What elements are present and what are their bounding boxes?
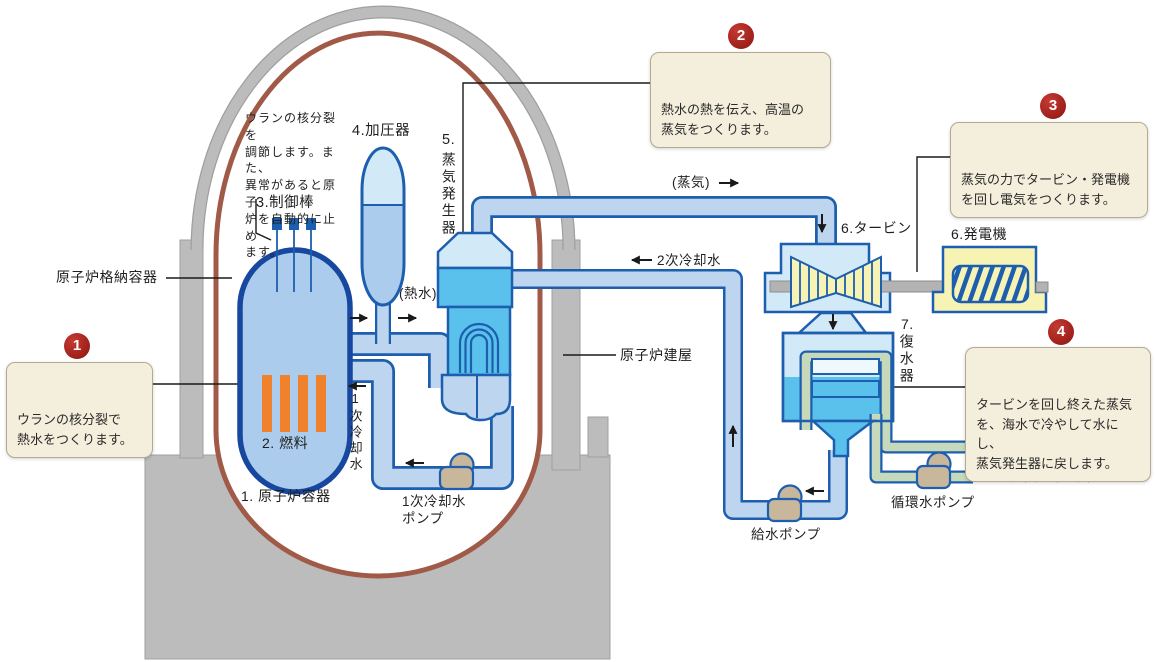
condenser-tube-top	[811, 358, 880, 375]
control-rod-lines	[276, 230, 312, 292]
fuel-label: 2. 燃料	[262, 435, 309, 451]
control-rod-squares	[272, 218, 316, 230]
reactor-building-label: 原子炉建屋	[620, 347, 693, 363]
pressurizer-shape	[360, 146, 406, 344]
pressurizer-label: 4.加圧器	[352, 123, 411, 139]
callout-3-badge: 3	[1040, 93, 1066, 119]
primary-coolant-pump	[438, 452, 475, 491]
condenser-shape	[781, 311, 975, 484]
callout-3-text: 蒸気の力でタービン・発電機 を回し電気をつくります。	[961, 172, 1131, 207]
condenser-number: 7.	[901, 316, 914, 332]
reactor-vessel-shape	[237, 218, 353, 495]
containment-vessel-label: 原子炉格納容器	[56, 269, 158, 285]
steam-generator-number: 5.	[442, 132, 456, 148]
steam-generator-shape	[436, 231, 514, 422]
generator-shape	[931, 245, 1049, 314]
callout-4-badge: 4	[1048, 319, 1074, 345]
reactor-vessel-label: 1. 原子炉容器	[241, 488, 331, 504]
fuel-rods	[262, 375, 326, 432]
primary-coolant-label: 1次冷却水	[347, 391, 363, 473]
generator-label: 6.発電機	[951, 226, 1008, 242]
u-tubes	[458, 322, 500, 373]
control-rods-label: 3.制御棒	[256, 195, 315, 211]
generator-rotor-hatch	[953, 266, 1028, 302]
callout-2-badge: 2	[728, 23, 754, 49]
primary-pump-label: 1次冷却水 ポンプ	[402, 494, 467, 527]
condenser-tube-bottom	[811, 380, 880, 398]
turbine-shape	[763, 242, 956, 314]
callout-4: 4 タービンを回し終えた蒸気 を、海水で冷やして水にし、 蒸気発生器に戻します。	[965, 319, 1151, 482]
hot-water-label: (熱水)	[399, 286, 437, 301]
condenser-label: 復水器	[898, 334, 915, 385]
circulating-water-pump	[915, 451, 952, 490]
callout-3: 3 蒸気の力でタービン・発電機 を回し電気をつくります。	[950, 93, 1148, 218]
callout-2: 2 熱水の熱を伝え、高温の 蒸気をつくります。	[650, 23, 831, 148]
steam-generator-label: 蒸気発生器	[440, 152, 457, 237]
steam-flow-label: (蒸気)	[672, 175, 710, 190]
turbine-label: 6.タービン	[841, 220, 912, 236]
control-rods-note: ウランの核分裂を 調節します。また、 異常があると原子 炉を自動的に止め ます。	[245, 111, 337, 260]
circulating-pump-label: 循環水ポンプ	[891, 495, 975, 510]
callout-1: 1 ウランの核分裂で 熱水をつくります。	[6, 333, 153, 458]
secondary-coolant-label: 2次冷却水	[657, 253, 722, 268]
callout-1-text: ウランの核分裂で 熱水をつくります。	[17, 412, 133, 447]
secondary-pipes	[471, 196, 848, 520]
hotwell-funnel	[809, 419, 877, 458]
callout-1-badge: 1	[64, 333, 90, 359]
feedwater-pump	[766, 484, 803, 523]
callout-4-text: タービンを回し終えた蒸気 を、海水で冷やして水にし、 蒸気発生器に戻します。	[976, 397, 1133, 471]
turbine-rotor	[790, 255, 882, 309]
callout-2-text: 熱水の熱を伝え、高温の 蒸気をつくります。	[661, 102, 805, 137]
feed-pump-label: 給水ポンプ	[751, 527, 821, 542]
